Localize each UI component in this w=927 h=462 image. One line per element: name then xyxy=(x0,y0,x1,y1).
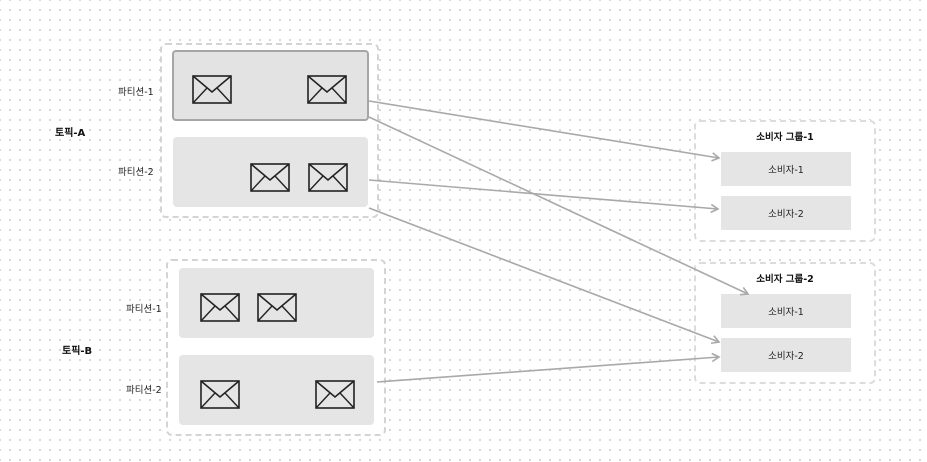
envelope-icon xyxy=(257,293,297,322)
envelope-icon xyxy=(315,380,355,409)
envelope-icon xyxy=(192,75,232,104)
consumer-group-1-title: 소비자 그룹-1 xyxy=(756,132,814,143)
topic-a-partition-1-label: 파티션-1 xyxy=(118,87,154,98)
arrow-a2-to-g1c2 xyxy=(368,179,720,214)
topic-b-label: 토픽-B xyxy=(62,346,93,357)
group-2-consumer-2[interactable]: 소비자-2 xyxy=(721,338,851,372)
arrow-a1-to-g2c1 xyxy=(368,116,750,296)
arrow-b2-to-g2c2 xyxy=(376,352,721,383)
envelope-icon xyxy=(250,163,290,192)
topic-a-partition-2[interactable] xyxy=(173,137,368,207)
consumer-group-2-title: 소비자 그룹-2 xyxy=(756,274,814,285)
envelope-icon xyxy=(200,380,240,409)
arrow-a2-to-g2c2 xyxy=(368,207,721,345)
topic-a-label: 토픽-A xyxy=(55,128,86,139)
topic-a-partition-2-label: 파티션-2 xyxy=(118,167,154,178)
arrow-a1-to-g1c1 xyxy=(368,100,721,162)
envelope-icon xyxy=(200,293,240,322)
topic-b-partition-1-label: 파티션-1 xyxy=(126,304,162,315)
group-2-consumer-1[interactable]: 소비자-1 xyxy=(721,294,851,328)
group-1-consumer-2[interactable]: 소비자-2 xyxy=(721,196,851,230)
topic-b-partition-2-label: 파티션-2 xyxy=(126,385,162,396)
group-1-consumer-1[interactable]: 소비자-1 xyxy=(721,152,851,186)
envelope-icon xyxy=(307,75,347,104)
envelope-icon xyxy=(308,163,348,192)
